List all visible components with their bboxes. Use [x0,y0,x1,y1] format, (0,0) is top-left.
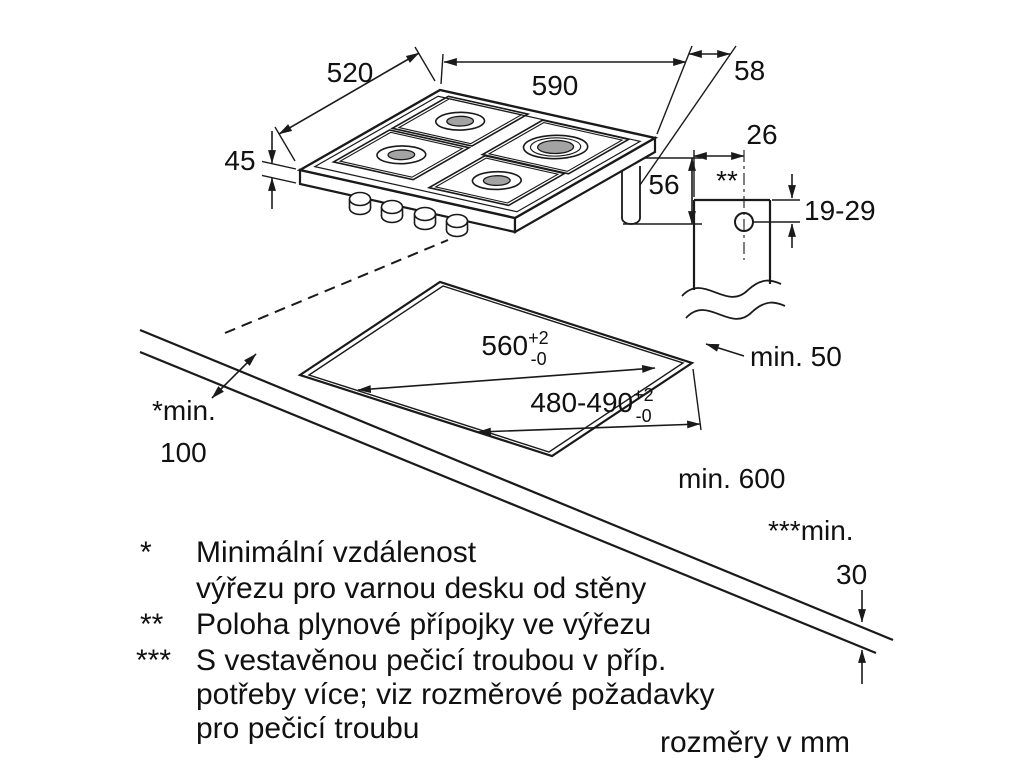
note3-line3: pro pečicí troubu [196,712,419,745]
cutout-depth-label: 480-490+2-0 [530,385,653,426]
worktop-edge [139,328,894,655]
dim-min-worktop-thickness: ***min. 30 [768,515,867,684]
min-50-label: min. 50 [750,341,842,372]
dim-hob-height: 45 [224,131,297,209]
gas-connection-pipe [621,166,641,225]
min-30-value: 30 [836,559,867,590]
dim-45-label: 45 [224,145,255,176]
dim-26-label: 26 [746,119,777,150]
dim-cutout-width: 560+2-0 [357,328,656,394]
dim-min-wall-clearance: *min. 100 [152,353,257,468]
units-note: rozměry v mm [660,726,850,759]
dim-min-front-clearance: min. 50 [705,341,842,372]
knob-3 [413,206,437,231]
dim-590-label: 590 [532,70,579,101]
break-line-1 [681,279,782,298]
note3-marker: *** [136,644,171,677]
dim-56-label: 56 [648,169,679,200]
knob-4 [445,213,469,238]
knob-1 [348,191,372,216]
gas-connection-detail: 26 ** 19-29 [681,119,876,320]
min-30-prefix: ***min. [768,515,854,546]
note1-marker: * [140,536,152,569]
hob-top-details [315,95,643,212]
legend: * Minimální vzdálenost výřezu pro varnou… [136,536,850,759]
dim-58-label: 58 [734,55,765,86]
note3-line1: S vestavěnou pečicí troubou v příp. [196,644,666,677]
note2-line1: Poloha plynové přípojky ve výřezu [196,608,651,641]
worktop-cutout [297,280,695,458]
min-100-value: 100 [160,437,207,468]
min-600-label: min. 600 [678,463,785,494]
min-100-prefix: *min. [152,395,216,426]
gas-position-marker: ** [716,165,738,196]
dim-hob-depth: 520 [274,46,436,162]
cutout-width-label: 560+2-0 [481,328,548,369]
dim-19-29-label: 19-29 [804,195,876,226]
note1-line2: výřezu pro varnou desku od stěny [196,572,646,605]
dim-connection-drop: 56 [623,157,702,225]
note2-marker: ** [140,608,164,641]
dim-edge-offset: 58 [639,45,765,186]
gas-hob [300,90,655,237]
burner-back-right-large [483,120,629,174]
knob-2 [380,199,404,224]
dim-520-label: 520 [327,57,374,88]
wall-projection-dashed-line [224,239,449,334]
dim-hob-width: 590 [440,45,693,135]
break-line-2 [685,301,786,320]
note1-line1: Minimální vzdálenost [196,536,477,569]
note3-line2: potřeby více; viz rozměrové požadavky [196,678,715,711]
dim-cutout-depth: 480-490+2-0 [477,368,702,436]
